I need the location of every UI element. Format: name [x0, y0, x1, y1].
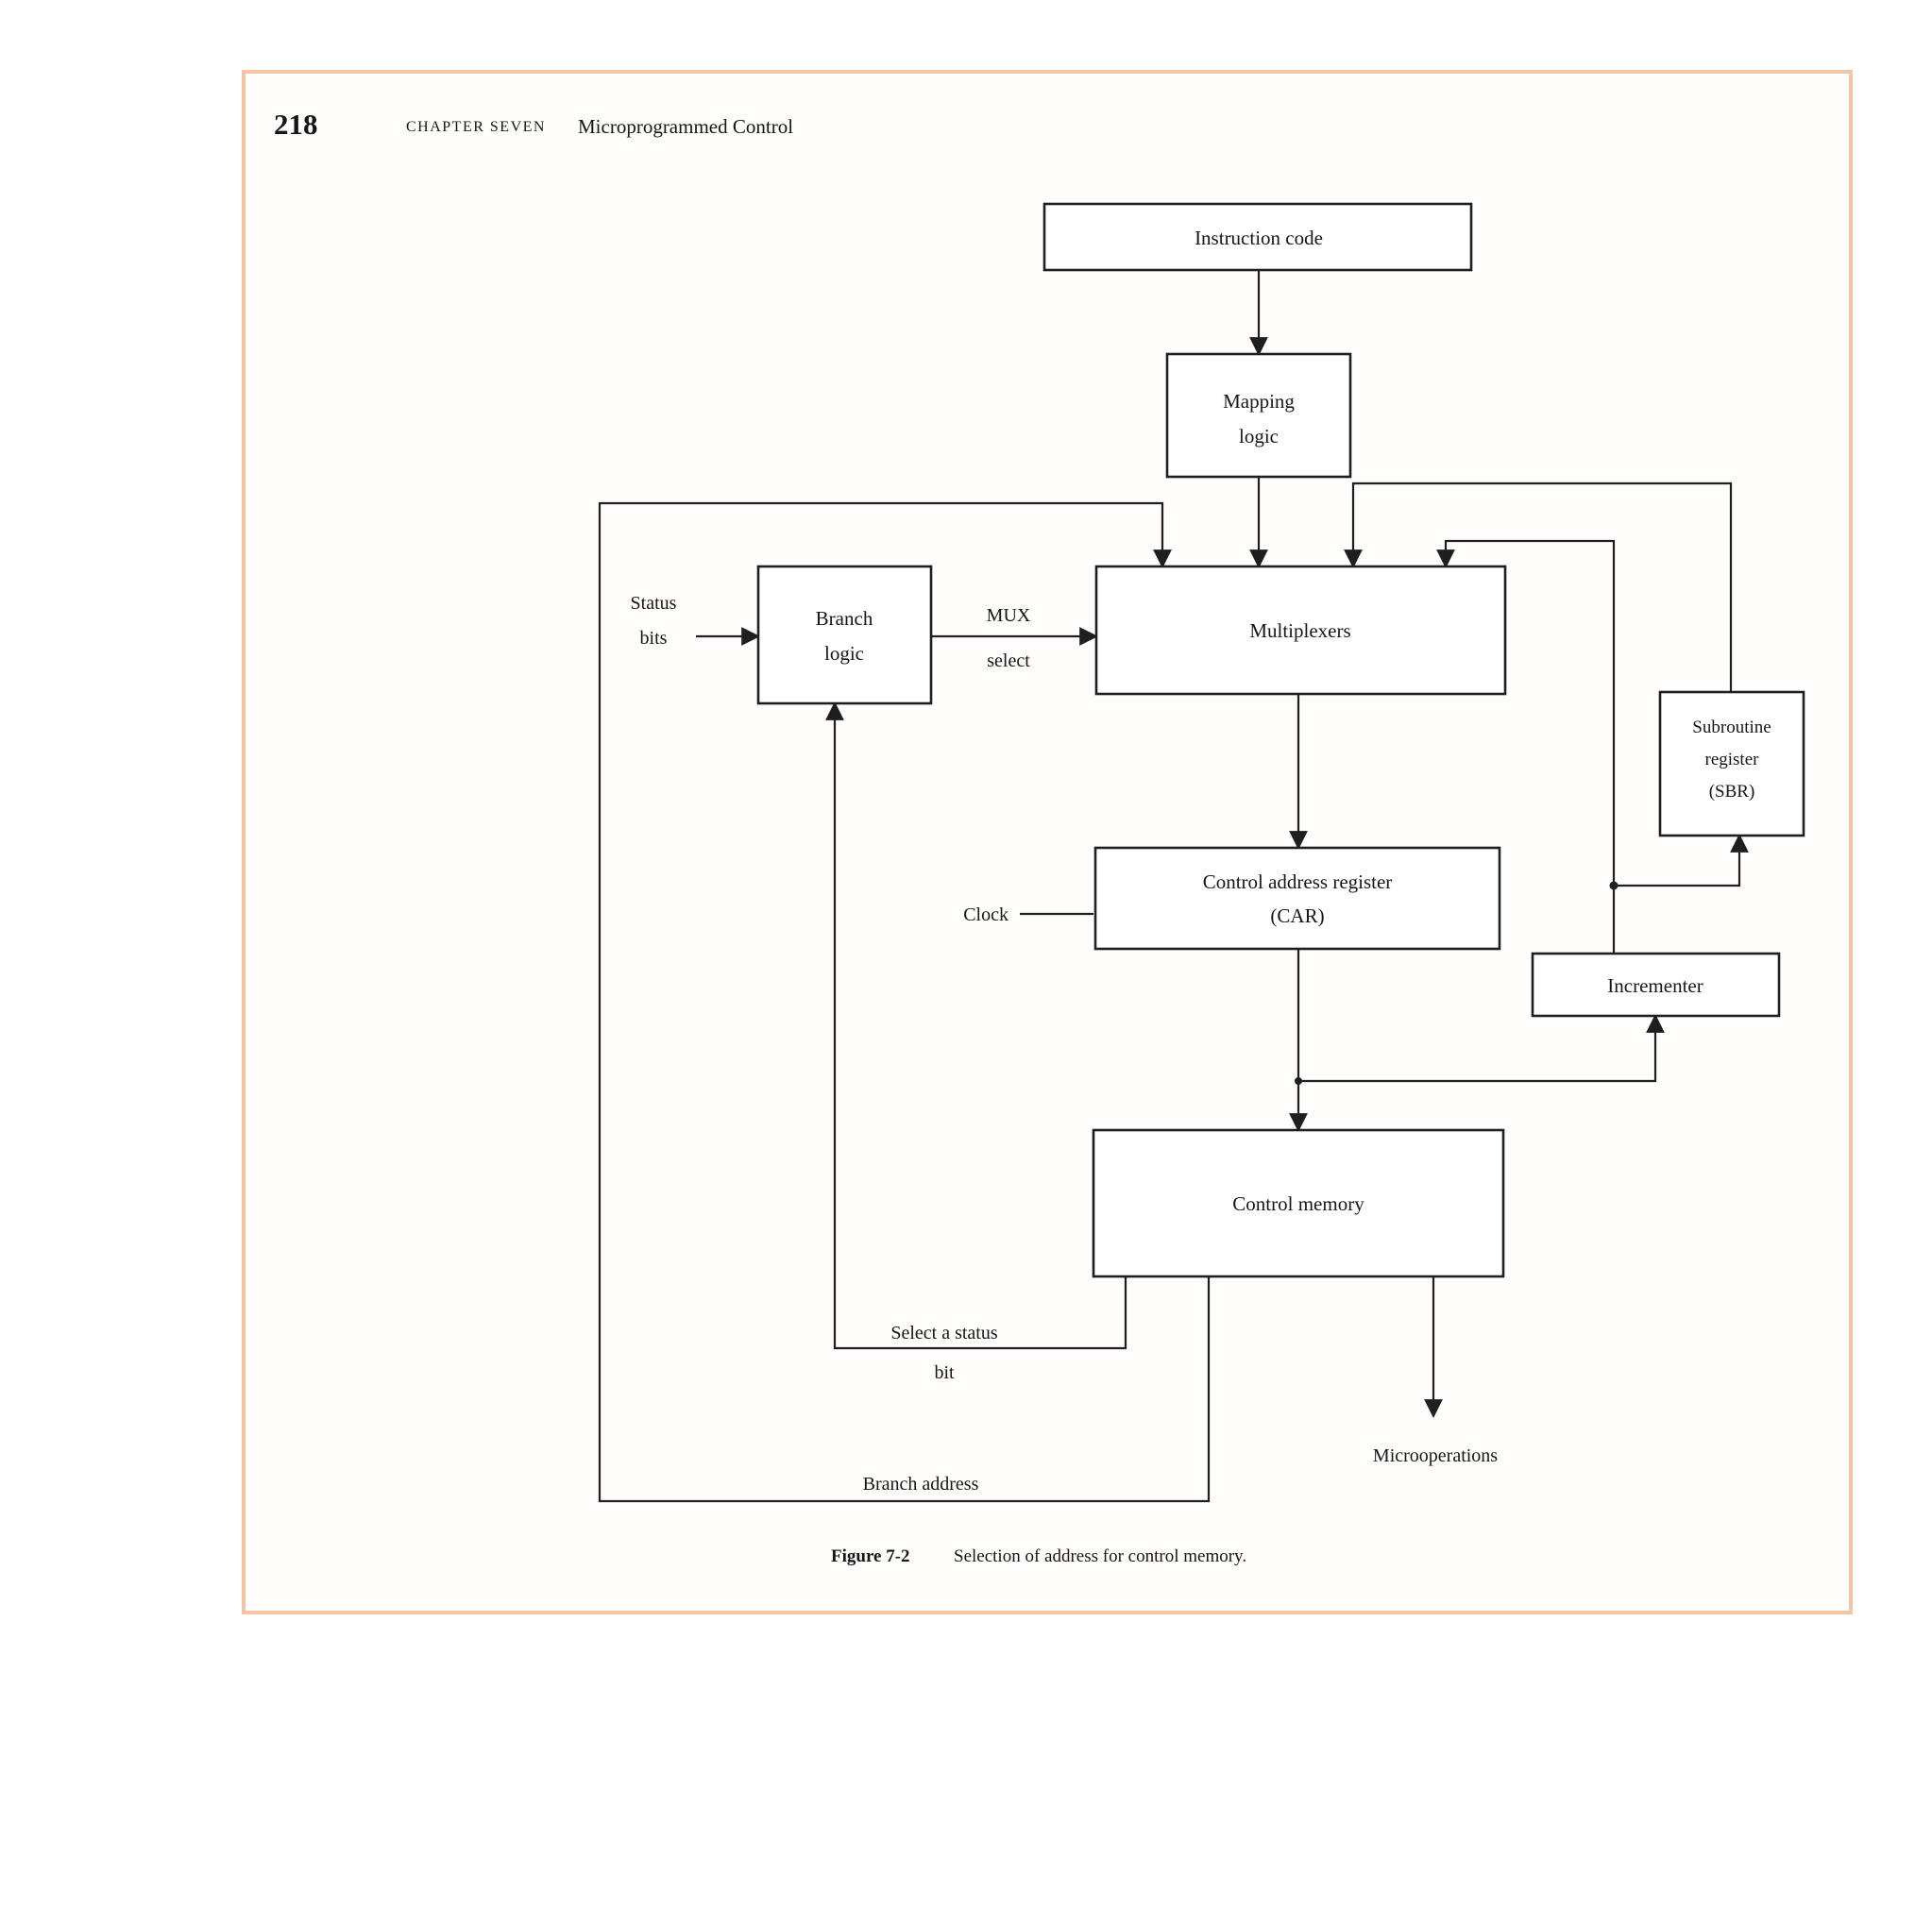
car-label-line2: (CAR) [1270, 904, 1324, 927]
branch-logic-label-line2: logic [824, 642, 864, 665]
branch-address-label: Branch address [863, 1474, 979, 1495]
multiplexers-label: Multiplexers [1249, 619, 1350, 642]
mapping-logic-box: Mapping logic [1165, 352, 1352, 479]
microoperations-label: Microoperations [1373, 1445, 1498, 1466]
connector-sbr-to-mux [1344, 482, 1733, 692]
page-number: 218 [274, 108, 318, 141]
car-label-line1: Control address register [1203, 870, 1393, 893]
select-status-bit-label-line1: Select a status [890, 1323, 998, 1343]
control-memory-box: Control memory [1092, 1128, 1505, 1278]
sbr-label-line3: (SBR) [1709, 782, 1755, 802]
branch-logic-label-line1: Branch [816, 607, 873, 630]
sbr-label-line2: register [1705, 750, 1760, 769]
mapping-logic-label-line1: Mapping [1223, 390, 1295, 413]
select-status-bit-label-line2: bit [934, 1362, 955, 1383]
subroutine-register-box: Subroutine register (SBR) [1658, 690, 1805, 837]
status-bits-label-line1: Status [631, 593, 677, 614]
junction-incrementer-sbr [1609, 881, 1618, 890]
incrementer-label: Incrementer [1607, 974, 1703, 997]
clock-label: Clock [963, 904, 1008, 925]
connector-incrementer-to-sbr [1614, 834, 1749, 887]
instruction-code-box: Instruction code [1042, 202, 1473, 272]
mapping-logic-label-line2: logic [1239, 425, 1279, 448]
sbr-label-line1: Subroutine [1692, 718, 1771, 737]
figure-caption-text: Selection of address for control memory. [954, 1546, 1246, 1566]
connector-incrementer-to-mux [1436, 539, 1616, 954]
status-bits-label-line2: bits [640, 628, 668, 649]
control-address-register-box: Control address register (CAR) [1093, 846, 1501, 951]
connector-select-status-bit [825, 701, 1127, 1350]
page-border [242, 70, 1853, 1614]
connector-branch-address-loop [598, 501, 1211, 1503]
junction-car-incrementer [1295, 1077, 1302, 1085]
mux-select-label-line1: MUX [987, 605, 1031, 626]
chapter-label: CHAPTER SEVEN [406, 119, 546, 135]
branch-logic-box: Branch logic [756, 565, 933, 705]
figure-caption-number: Figure 7-2 [831, 1546, 910, 1566]
multiplexers-box: Multiplexers [1094, 565, 1507, 696]
control-memory-label: Control memory [1232, 1192, 1364, 1215]
connector-car-to-incrementer [1298, 1014, 1665, 1083]
instruction-code-label: Instruction code [1195, 227, 1323, 249]
mux-select-label-line2: select [987, 650, 1030, 671]
incrementer-box: Incrementer [1531, 952, 1781, 1018]
chapter-title: Microprogrammed Control [578, 115, 793, 138]
